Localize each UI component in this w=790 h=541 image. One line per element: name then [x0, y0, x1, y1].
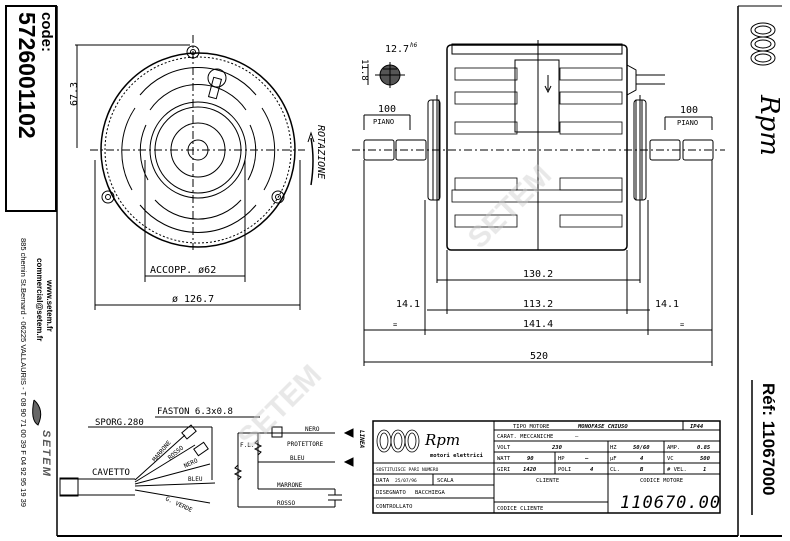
dim-total: 520	[530, 351, 548, 362]
tb-label: AMP.	[667, 445, 680, 451]
eq-right: =	[680, 321, 684, 329]
tb-value: 0.85	[697, 445, 711, 451]
dim-141: 141.4	[523, 319, 553, 330]
code-block: code: 5726001102	[14, 12, 55, 139]
right-length: 100	[680, 105, 698, 116]
sch-fl: F.L.	[240, 442, 254, 449]
left-flat: PIANO	[373, 118, 394, 126]
tb-label: TIPO MOTORE	[513, 424, 549, 430]
setem-logo-icon	[32, 399, 42, 426]
tb-motor-code: 110670.00	[620, 493, 721, 513]
eq-left: =	[393, 321, 397, 329]
tb-value: B	[639, 467, 644, 473]
sch-bleu: BLEU	[290, 455, 305, 462]
tb-label: POLI	[558, 467, 571, 473]
rpm-logo-icon	[750, 22, 776, 66]
tb-value: 1	[703, 467, 706, 473]
sch-nero: NERO	[305, 426, 320, 433]
side-view	[352, 40, 725, 366]
wire-verde: G. VERDE	[164, 495, 194, 514]
title-block	[372, 420, 721, 514]
watermark: SETEM	[462, 159, 558, 255]
tb-label: HZ	[610, 445, 617, 451]
shaft-flat: 11.8	[359, 59, 369, 81]
tb-value: —	[585, 456, 589, 462]
tb-label: CLIENTE	[536, 478, 559, 484]
code-box	[5, 5, 57, 212]
setem-logo-text: SETEM	[40, 430, 52, 478]
tb-label: WATT	[497, 456, 511, 462]
tb-value: —	[575, 434, 579, 440]
dim-diameter: ø 126.7	[172, 294, 214, 305]
address: 885 chemin St.Bernard - 06225 VALLAURIS …	[19, 238, 28, 507]
dim-14-left: 14.1	[396, 299, 420, 310]
tb-label: HP	[558, 456, 565, 462]
dim-coupling: ACCOPP. ø62	[150, 265, 216, 276]
tb-value: 4	[590, 467, 594, 473]
dim-height: 67.3	[69, 82, 80, 106]
tb-value: 90	[527, 456, 534, 462]
wire-bleu: BLEU	[188, 476, 203, 483]
tb-value: 230	[551, 445, 563, 451]
tb-value: 500	[700, 456, 711, 462]
tb-label: DISEGNATO	[376, 490, 406, 496]
reference-number: Réf: 11067000	[759, 383, 778, 496]
tb-label: CL.	[610, 467, 620, 473]
right-flat: PIANO	[677, 119, 698, 127]
sch-rosso: ROSSO	[277, 500, 295, 507]
tb-brand: Rpm	[424, 431, 460, 449]
front-view	[75, 35, 315, 310]
sch-marrone: MARRONE	[277, 482, 303, 489]
tb-brand-sub: motori elettrici	[430, 453, 484, 459]
wiring-diagram	[59, 416, 354, 508]
sch-protettore: PROTETTORE	[287, 441, 324, 448]
dim-14-right: 14.1	[655, 299, 679, 310]
tb-label: GIRI	[497, 467, 510, 473]
rotation-label: ROTAZIONE	[315, 125, 326, 179]
tb-value: 50/60	[633, 445, 650, 451]
sporg-label: SPORG.280	[95, 418, 144, 428]
tb-label: CONTROLLATO	[376, 504, 412, 510]
shaft-diameter: 12.7	[385, 44, 409, 55]
sch-linea: LINEA	[358, 430, 365, 448]
tb-value: 4	[640, 456, 644, 462]
tb-label: # VEL.	[667, 467, 687, 473]
tb-label: VOLT	[497, 445, 511, 451]
faston-label: FASTON 6.3x0.8	[157, 407, 233, 417]
cavetto-label: CAVETTO	[92, 468, 130, 478]
shaft-tolerance: h6	[410, 42, 418, 49]
tb-label: CODICE CLIENTE	[497, 506, 543, 512]
tb-label: VC	[667, 456, 674, 462]
tb-value: IP44	[690, 424, 704, 430]
code-value: 5726001102	[14, 12, 40, 139]
tb-label: SCALA	[437, 478, 454, 484]
right-brand: Rpm	[754, 95, 784, 156]
tb-label: CARAT. MECCANICHE	[497, 434, 553, 440]
tb-label: DATA	[376, 478, 390, 484]
tb-label: CODICE MOTORE	[640, 478, 683, 484]
code-label: code:	[38, 12, 55, 53]
dim-113: 113.2	[523, 299, 553, 310]
tb-label: SOSTITUISCE PARI NUMERO	[376, 467, 439, 473]
tb-value: 1420	[523, 467, 537, 473]
tb-value: BACCHIEGA	[415, 490, 445, 496]
tb-value: MONOFASE CHIUSO	[577, 424, 628, 430]
dim-130: 130.2	[523, 269, 553, 280]
left-length: 100	[378, 104, 396, 115]
tb-label: µF	[610, 456, 617, 462]
tb-value: 25/07/96	[395, 478, 417, 484]
